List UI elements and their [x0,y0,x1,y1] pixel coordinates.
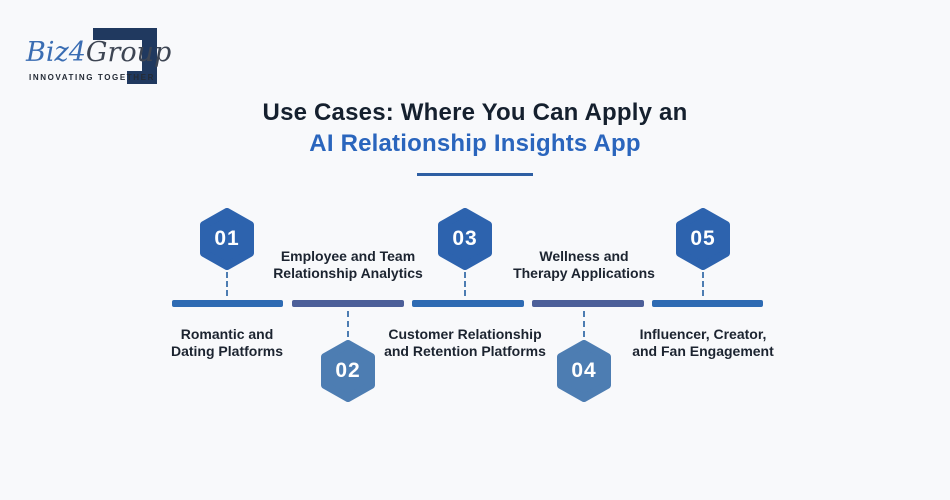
step-label-line2: Relationship Analytics [273,264,423,281]
logo-wordmark: Biz4Group [26,38,171,68]
logo-bracket-icon [93,28,157,40]
timeline-bar-segment [292,300,404,307]
step-number: 03 [452,227,478,250]
step-label-3: Customer Relationship and Retention Plat… [375,326,555,359]
title-underline [417,173,533,176]
step-label-line1: Influencer, Creator, [639,326,767,342]
step-label-1: Romantic and Dating Platforms [137,326,317,359]
logo-word-four: 4 [68,37,86,68]
logo-tagline: INNOVATING TOGETHER [29,73,155,82]
logo-word-group: Group [85,37,172,68]
timeline-bar-segment [532,300,644,307]
logo-bracket-icon [142,28,157,84]
step-number: 01 [214,227,240,250]
logo-word-biz: Biz [26,37,69,68]
step-label-line2: Dating Platforms [170,342,283,359]
hexagon-icon [557,340,611,402]
step-label-line2: Therapy Applications [513,264,655,281]
step-label-line1: Customer Relationship [388,326,542,342]
dashed-connector [702,272,704,296]
timeline-bar-segment [412,300,524,307]
step-label-line2: and Fan Engagement [632,342,774,359]
step-label-4: Wellness and Therapy Applications [494,248,674,281]
hexagon-icon [321,340,375,402]
brand-logo: Biz4Group INNOVATING TOGETHER [20,16,171,90]
dashed-connector [226,272,228,296]
page-title-line1: Use Cases: Where You Can Apply an [262,99,688,126]
step-label-line1: Wellness and [539,248,629,264]
step-number: 02 [335,359,361,382]
timeline-bar-segment [652,300,763,307]
step-label-line2: and Retention Platforms [384,342,546,359]
hexagon-icon [676,208,730,270]
dashed-connector [347,311,349,337]
step-number: 04 [571,359,597,382]
hexagon-icon [438,208,492,270]
page-title-line2: AI Relationship Insights App [309,130,641,157]
timeline-hexagon-4: 04 [556,340,612,402]
step-label-line1: Employee and Team [280,248,416,264]
logo-bracket-icon [127,71,157,84]
step-label-line1: Romantic and [180,326,274,342]
timeline-bar-segment [172,300,283,307]
timeline-hexagon-2: 02 [320,340,376,402]
step-label-5: Influencer, Creator, and Fan Engagement [613,326,793,359]
hexagon-icon [200,208,254,270]
timeline-hexagon-1: 01 [199,208,255,270]
timeline-hexagon-5: 05 [675,208,731,270]
step-label-2: Employee and Team Relationship Analytics [258,248,438,281]
step-number: 05 [690,227,716,250]
dashed-connector [583,311,585,337]
dashed-connector [464,272,466,296]
timeline-hexagon-3: 03 [437,208,493,270]
